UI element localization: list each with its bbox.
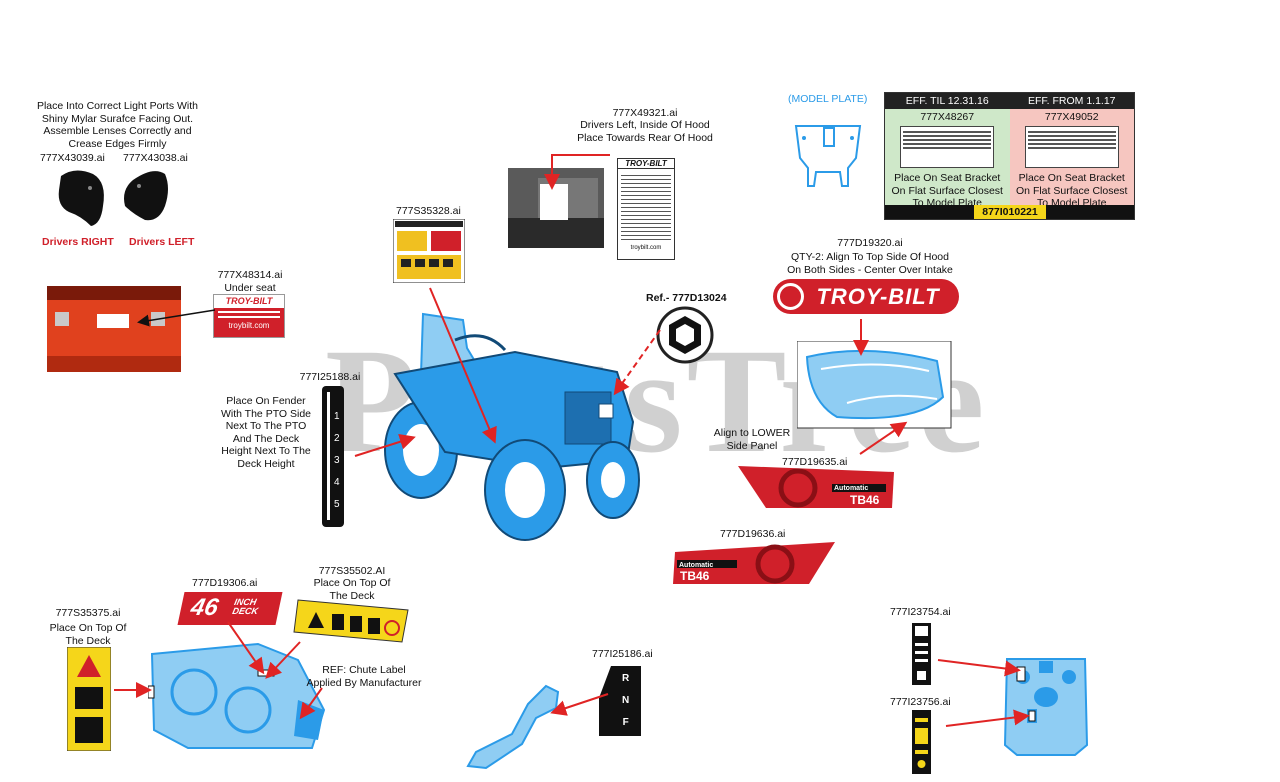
hex-badge-icon <box>656 306 714 364</box>
panel-right-part: 777D19635.ai <box>782 456 848 468</box>
lens-right-part: 777X43039.ai <box>40 152 105 164</box>
emission-right-card <box>1024 126 1119 168</box>
deck-warning-note: Place On Top Of The Deck <box>313 577 391 602</box>
hood-side-part: 777D19320.ai <box>837 237 903 249</box>
chute-note: REF: Chute Label Applied By Manufacturer <box>306 664 422 689</box>
deck-safety-part: 777S35375.ai <box>55 607 121 619</box>
hood-part: 777X49321.ai <box>612 107 678 119</box>
deck-safety-decal <box>67 647 111 751</box>
emission-left-header: EFF. TIL 12.31.16 <box>885 93 1010 109</box>
emission-left-part: 777X48267 <box>920 111 975 123</box>
deck-warning-part: 777S35502.AI <box>318 565 386 577</box>
seat-decal: TROY-BILT troybilt.com <box>213 294 285 338</box>
dash-bottom-part: 777I23756.ai <box>890 696 951 708</box>
seat-photo <box>47 286 181 372</box>
lens-right-caption: Drivers RIGHT <box>42 236 114 248</box>
emission-footer: 877I010221 <box>885 205 1134 219</box>
fender-part: 777I25188.ai <box>299 371 361 383</box>
hood-side-note: QTY-2: Align To Top Side Of Hood On Both… <box>787 251 953 276</box>
emission-label-panel: EFF. TIL 12.31.16 EFF. FROM 1.1.17 777X4… <box>884 92 1135 220</box>
seat-bracket-drawing <box>794 125 862 187</box>
model-plate-label: (MODEL PLATE) <box>788 93 868 105</box>
panel-left-part: 777D19636.ai <box>720 528 786 540</box>
emission-footer-part: 877I010221 <box>974 205 1046 219</box>
emission-left-column: 777X48267 Place On Seat Bracket On Flat … <box>885 109 1010 209</box>
tractor-illustration <box>384 312 640 541</box>
dash-top-decal <box>912 623 931 685</box>
emission-right-part: 777X49052 <box>1044 111 1099 123</box>
hood-side-drawing <box>797 341 952 429</box>
lens-left-part: 777X43038.ai <box>123 152 188 164</box>
seat-decal-url: troybilt.com <box>228 321 270 330</box>
hood-note: Drivers Left, Inside Of Hood Place Towar… <box>577 119 713 144</box>
seat-note: Under seat <box>224 282 276 294</box>
shift-letters: R N F <box>622 673 630 728</box>
emission-right-header: EFF. FROM 1.1.17 <box>1009 93 1134 109</box>
panel-right-model: TB46 <box>850 493 880 507</box>
deck-badge-part: 777D19306.ai <box>192 577 258 589</box>
light-ports-note: Place Into Correct Light Ports With Shin… <box>36 100 199 150</box>
seat-decal-logo: TROY-BILT <box>214 295 284 308</box>
ref-badge-label: Ref.- 777D13024 <box>646 292 727 304</box>
hood-info-logo: TROY-BILT <box>618 159 674 169</box>
dashboard-drawing <box>1003 658 1089 756</box>
operator-warning-decal <box>393 219 465 283</box>
deck-warning-decal <box>293 599 409 643</box>
seat-part: 777X48314.ai <box>217 269 283 281</box>
shift-pattern-decal <box>599 666 641 736</box>
panel-left-model: TB46 <box>680 569 710 583</box>
panel-right-type: Automatic <box>834 485 869 492</box>
dash-bottom-decal <box>912 710 931 774</box>
height-scale-numbers: 1 2 3 4 5 <box>334 411 340 510</box>
height-scale-decal: 1 2 3 4 5 <box>322 386 344 527</box>
side-panel-left-decal <box>673 542 835 584</box>
side-panel-right-decal <box>738 466 894 508</box>
dash-top-part: 777I23754.ai <box>890 606 951 618</box>
hood-info-decal: TROY-BILT troybilt.com <box>617 158 675 260</box>
tractor-decal-part: 777S35328.ai <box>396 205 461 217</box>
fender-note: Place On Fender With The PTO Side Next T… <box>220 395 312 470</box>
lower-panel-note: Align to LOWER Side Panel <box>713 427 791 452</box>
lens-left-caption: Drivers LEFT <box>129 236 195 248</box>
emission-left-card <box>900 126 995 168</box>
panel-left-type: Automatic <box>679 562 714 569</box>
troybilt-hood-logo: TROY-BILT <box>773 279 959 314</box>
shift-part: 777I25186.ai <box>592 648 653 660</box>
emission-right-column: 777X49052 Place On Seat Bracket On Flat … <box>1009 109 1134 209</box>
hood-info-url: troybilt.com <box>630 245 662 251</box>
deck-safety-note: Place On Top Of The Deck <box>49 622 127 647</box>
headlight-lenses <box>58 170 168 226</box>
